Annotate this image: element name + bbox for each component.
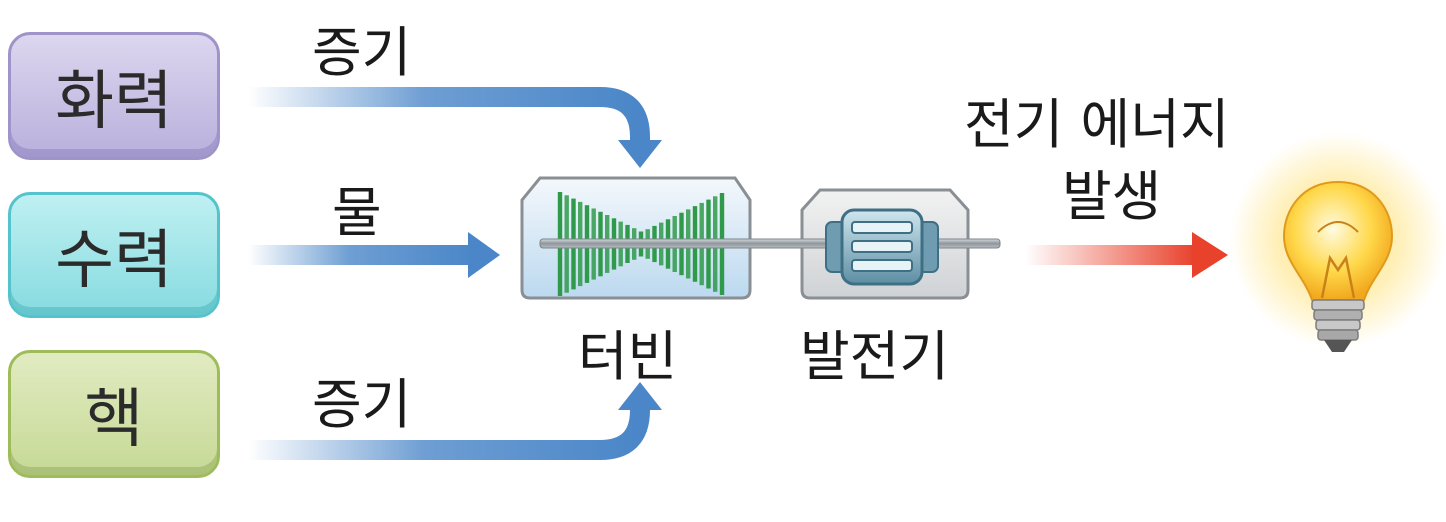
- flow-label-steam-top: 증기: [312, 21, 412, 84]
- steam-arrow-bottom: [248, 382, 662, 460]
- source-box-hydro: 수력: [8, 192, 220, 318]
- generator-coil: [825, 208, 939, 286]
- source-label-hydro: 수력: [55, 224, 173, 298]
- light-bulb-icon: [1230, 132, 1446, 352]
- flow-label-water: 물: [332, 181, 382, 244]
- source-box-nuclear: 핵: [8, 350, 220, 478]
- water-arrow: [248, 232, 500, 278]
- component-label-turbine: 터빈: [578, 325, 678, 388]
- turbine: [520, 176, 752, 300]
- steam-arrow-top: [248, 87, 662, 168]
- energy-arrow: [1025, 232, 1228, 278]
- source-box-fire: 화력: [8, 32, 220, 160]
- output-label-line1: 전기 에너지: [964, 93, 1230, 156]
- component-label-generator: 발전기: [800, 325, 950, 388]
- output-label-line2: 발생: [1062, 165, 1162, 228]
- flow-label-steam-bottom: 증기: [312, 373, 412, 436]
- source-label-nuclear: 핵: [84, 383, 144, 457]
- source-label-fire: 화력: [55, 65, 173, 139]
